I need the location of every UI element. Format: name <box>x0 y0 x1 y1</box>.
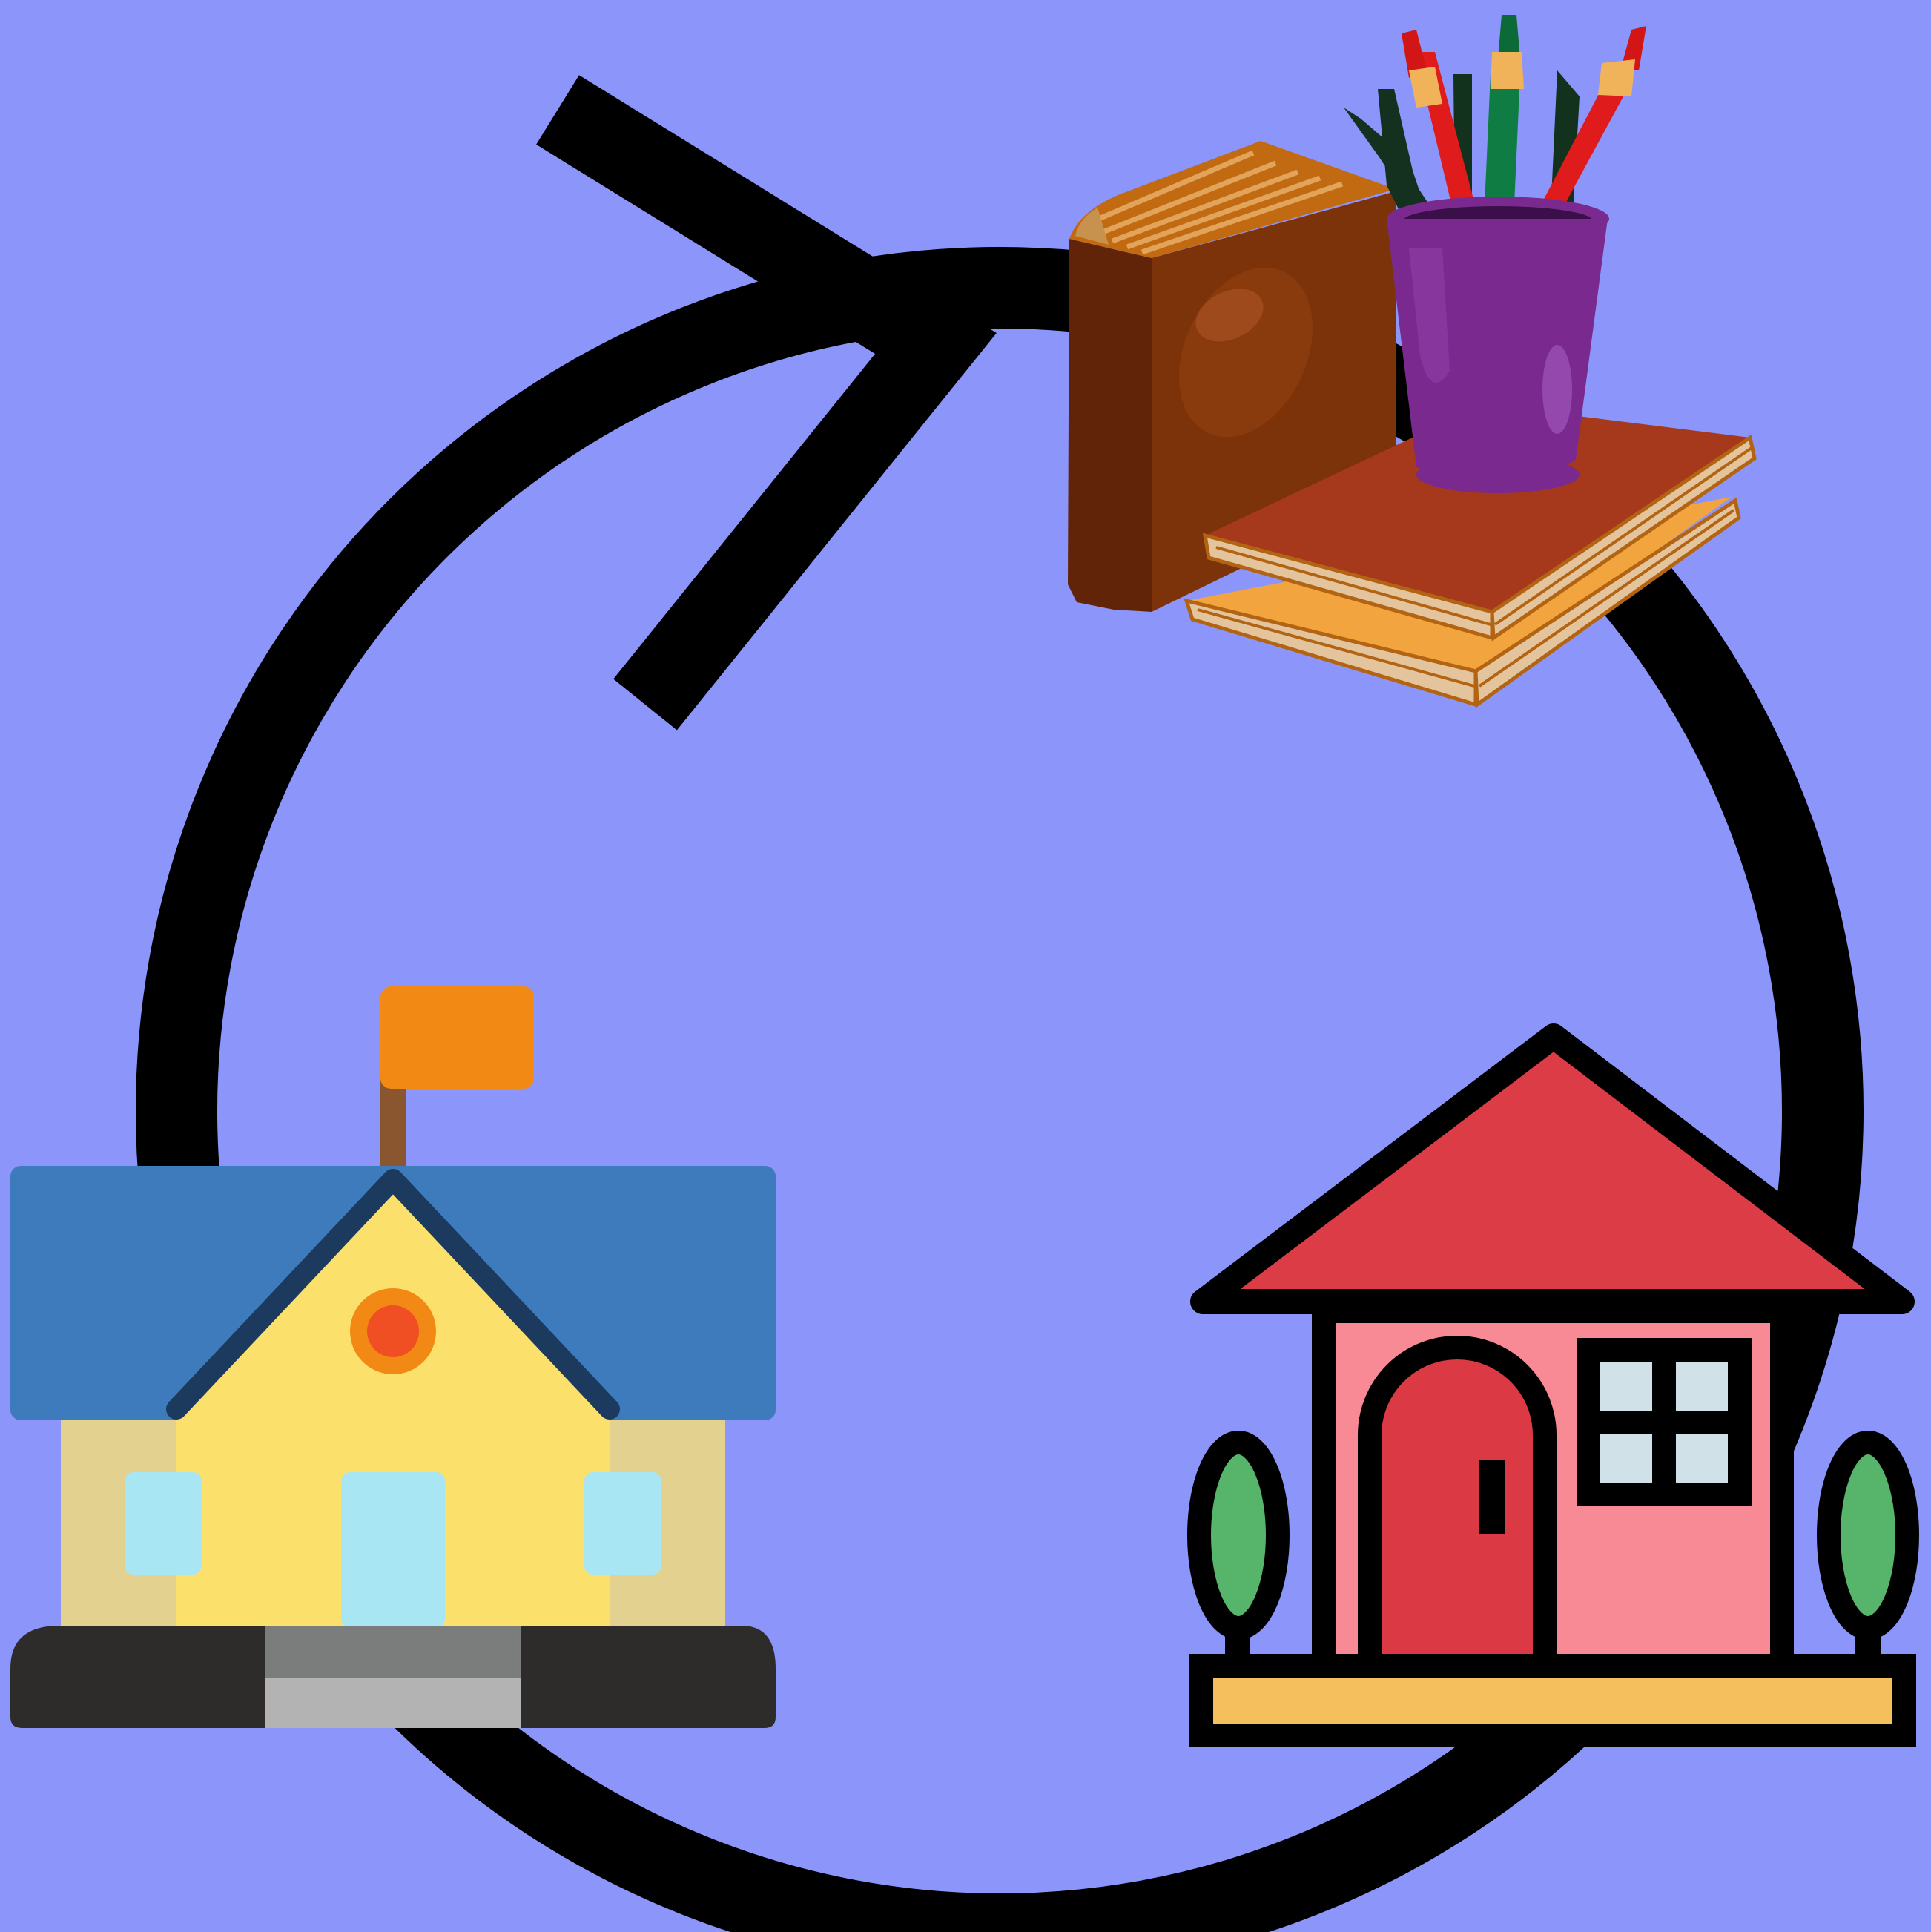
school-step-top <box>265 1626 521 1678</box>
pencil-cup <box>1387 197 1609 493</box>
school-left-window <box>125 1472 202 1575</box>
door-handle <box>1479 1460 1505 1534</box>
house-base <box>1201 1666 1904 1735</box>
school-step-bottom <box>265 1678 521 1728</box>
school-door <box>341 1472 445 1628</box>
flag-pole <box>380 1079 406 1176</box>
house-door <box>1370 1348 1545 1667</box>
flag <box>380 986 534 1089</box>
house-window <box>1588 1350 1740 1494</box>
school-right-window <box>584 1472 661 1575</box>
